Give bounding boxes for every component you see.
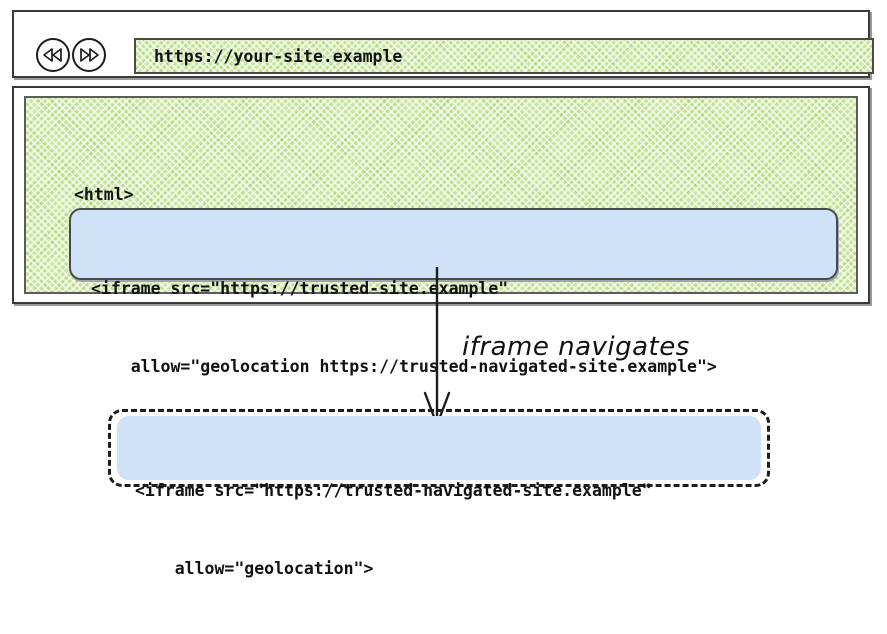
iframe-src-line: <iframe src="https://trusted-site.exampl… (91, 279, 509, 298)
host-page-document: <html> // your-site.example code <iframe… (24, 96, 858, 376)
code-line-html-tag: <html> (74, 185, 134, 204)
diagram-canvas: https://your-site.example <html> // your… (12, 10, 874, 578)
navigated-iframe-code: <iframe src="https://trusted-navigated-s… (135, 426, 652, 634)
navigated-iframe-code-box: <iframe src="https://trusted-navigated-s… (117, 416, 761, 578)
navigated-state-outline (108, 409, 770, 487)
embedded-iframe-code: <iframe src="https://trusted-site.exampl… (91, 224, 717, 432)
forward-button[interactable] (72, 38, 106, 72)
navigated-iframe-allow-line: allow="geolocation"> (135, 559, 374, 578)
navigation-button-group (36, 38, 106, 72)
iframe-navigates-label: iframe navigates (462, 332, 690, 362)
navigated-iframe-src-line: <iframe src="https://trusted-navigated-s… (135, 481, 652, 500)
embedded-iframe-code-box: <iframe src="https://trusted-site.exampl… (69, 208, 838, 376)
back-button[interactable] (36, 38, 70, 72)
fast-forward-icon (79, 48, 99, 62)
iframe-allow-line: allow="geolocation https://trusted-navig… (91, 357, 717, 376)
rewind-icon (43, 48, 63, 62)
browser-chrome: https://your-site.example (12, 10, 874, 78)
address-bar-value[interactable]: https://your-site.example (154, 46, 403, 66)
address-bar[interactable]: https://your-site.example (134, 38, 874, 74)
browser-viewport: <html> // your-site.example code <iframe… (12, 86, 870, 376)
